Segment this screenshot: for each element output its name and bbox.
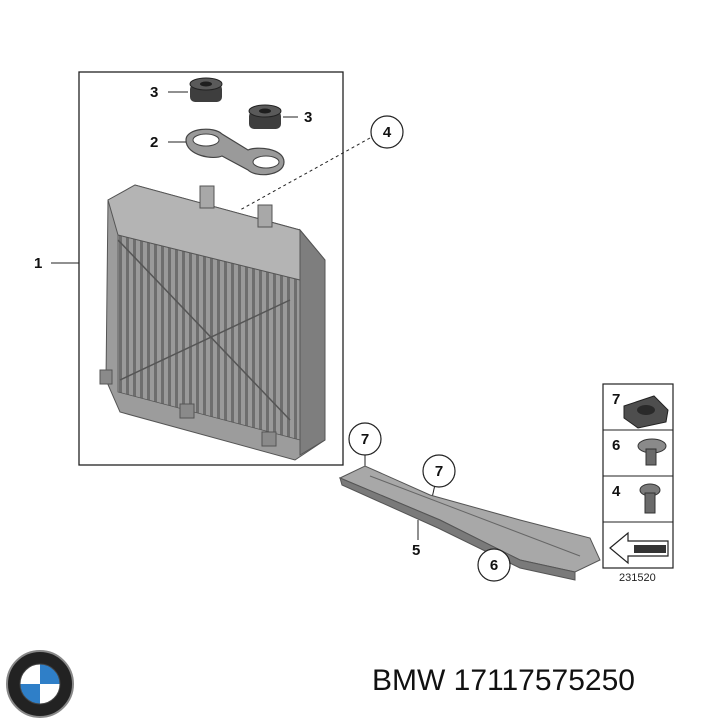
diagram-number: 231520 [619, 572, 656, 584]
callout-1: 1 [34, 255, 42, 272]
callout-7b-circle [422, 454, 456, 488]
callout-4-circle [370, 115, 404, 149]
callout-7b: 7 [435, 463, 443, 480]
screw-icon [637, 438, 667, 466]
bolt-icon [639, 483, 661, 514]
callout-3-upper: 3 [150, 84, 158, 101]
bracket-part [185, 128, 285, 176]
callout-7a: 7 [361, 431, 369, 448]
assembly-frame [78, 71, 344, 466]
callout-6: 6 [490, 557, 498, 574]
callout-7a-circle [348, 422, 382, 456]
grommet-part-right [248, 104, 282, 129]
radiator-part [99, 184, 326, 461]
part-number-caption: BMW 17117575250 [372, 664, 635, 697]
direction-arrow-icon [609, 531, 669, 565]
legend-item-7: 7 [612, 391, 620, 408]
legend-item-4: 4 [612, 483, 621, 500]
callout-2: 2 [150, 134, 158, 151]
bmw-logo-icon [6, 650, 74, 718]
air-duct-part [338, 465, 601, 581]
hardware-legend: 7 6 4 [602, 383, 674, 569]
callout-5: 5 [412, 542, 420, 559]
callout-6-circle [477, 548, 511, 582]
callout-4: 4 [383, 124, 392, 141]
callout-3-right: 3 [304, 109, 312, 126]
legend-item-6: 6 [612, 437, 620, 454]
nut-icon [623, 395, 669, 429]
grommet-part-upper [189, 77, 223, 102]
